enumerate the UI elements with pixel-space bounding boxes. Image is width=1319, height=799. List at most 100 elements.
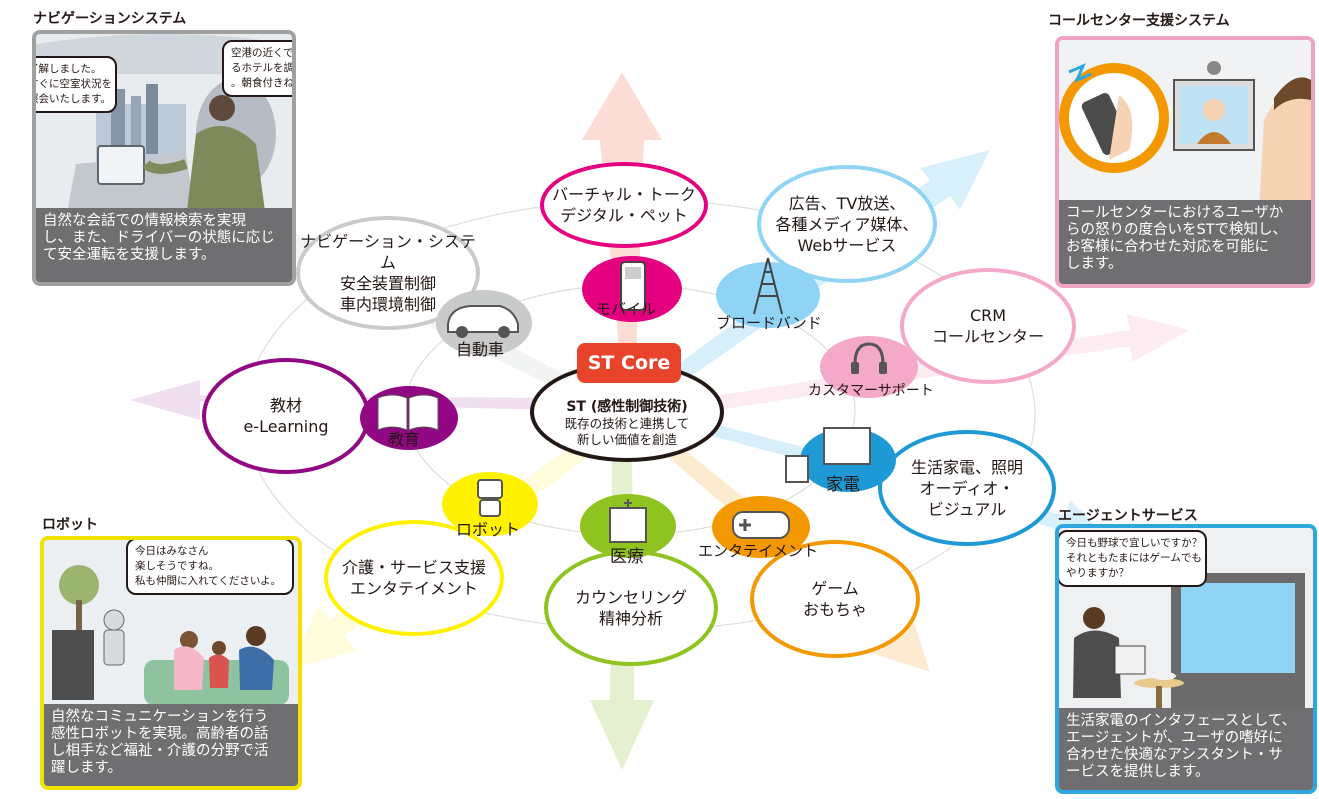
robot-head — [103, 609, 125, 631]
ellipse-line: エンタテイメント — [349, 579, 478, 598]
ellipse-medical: カウンセリング 精神分析 — [544, 550, 718, 666]
ellipse-line: デジタル・ペット — [560, 206, 688, 225]
panel-title-callcenter: コールセンター支援システム — [1048, 13, 1230, 29]
ellipse-line: ビジュアル — [927, 499, 1007, 519]
tv-appliance-icon — [785, 427, 871, 483]
caption-line: します。 — [1066, 256, 1123, 272]
bubble-line: 。朝食付きね。 — [231, 77, 294, 89]
tag-car — [436, 290, 532, 356]
ellipse-line: バーチャル・トーク — [552, 185, 696, 204]
bubble-line: 照会いたします。 — [32, 93, 111, 105]
car-icon — [447, 305, 519, 338]
ellipse-line: おもちゃ — [802, 600, 867, 619]
ellipse-entertainment: ゲーム おもちゃ — [750, 540, 920, 658]
tag-label-car: 自動車 — [456, 340, 505, 359]
gamepad-icon — [732, 511, 790, 539]
caption-line: 躍します。 — [51, 760, 123, 776]
tag-label-robot: ロボット — [456, 520, 521, 539]
bubble-line: 今日はみなさん — [135, 545, 209, 557]
tag-mobile — [582, 256, 682, 322]
callcenter-illustration — [1059, 40, 1311, 210]
panel-navigation: 了解しました。 すぐに空室状況を 照会いたします。 空港の近くで空いてい るホテ… — [32, 30, 296, 286]
ellipse-line: e-Learning — [243, 417, 329, 436]
tag-label-medical: 医療 — [610, 547, 644, 567]
bubble-line: 今日も野球で宜しいですか？ — [1066, 537, 1203, 549]
bubble-line: やりますか？ — [1066, 567, 1129, 579]
tag-medical — [580, 494, 676, 558]
caption-line: し、また、ドライバーの状態に応じ — [43, 230, 275, 246]
bubble-navigation-right: 空港の近くで空いてい るホテルを調べてくれ 。朝食付きね。 — [222, 40, 294, 97]
tag-label-education: 教育 — [388, 430, 421, 449]
ellipse-line: 精神分析 — [598, 609, 663, 628]
caption-line: 感性ロボットを実現。高齢者の話 — [51, 726, 269, 742]
caption-line: コールセンターにおけるユーザか — [1066, 205, 1284, 221]
tag-entertainment — [712, 496, 810, 558]
caption-robot: 自然なコミュニケーションを行う 感性ロボットを実現。高齢者の話 し相手など福祉・… — [44, 704, 298, 786]
caption-line: て安全運転を支援します。 — [43, 247, 216, 263]
caption-agent: 生活家電のインタフェースとして、 エージェントが、ユーザの嗜好に 合わせた快適な… — [1059, 708, 1313, 790]
ellipse-appliance: 生活家電、照明 オーディオ・ ビジュアル — [878, 430, 1056, 546]
caption-line: 自然なコミュニケーションを行う — [51, 709, 269, 725]
caption-line: 生活家電のインタフェースとして、 — [1066, 713, 1297, 729]
caption-line: 合わせた快適なアシスタント・サ — [1066, 747, 1283, 763]
ellipse-line: カウンセリング — [574, 588, 687, 607]
center-line-2: 新しい価値を創造 — [576, 432, 677, 447]
tag-label-appliance: 家電 — [826, 475, 860, 495]
caption-callcenter: コールセンターにおけるユーザか らの怒りの度合いをSTで検知し、 お客様に合わせ… — [1059, 200, 1311, 284]
antenna-tower-icon — [753, 257, 783, 315]
bubble-navigation-left: 了解しました。 すぐに空室状況を 照会いたします。 — [32, 56, 117, 113]
ellipse-mobile: バーチャル・トーク デジタル・ペット — [540, 162, 708, 248]
bubble-robot: 今日はみなさん 楽しそうですね。 私も仲間に入れてくださいよ。 — [126, 540, 294, 595]
ellipse-line: 安全装置制御 — [339, 274, 436, 293]
agent-tv-screen — [1181, 583, 1295, 673]
ellipse-line: 教材 — [269, 396, 302, 415]
ellipse-education: 教材 e-Learning — [202, 358, 370, 474]
hospital-icon — [609, 499, 647, 543]
ellipse-line: 広告、TV放送、 — [788, 193, 906, 213]
tag-education — [360, 386, 458, 450]
ellipse-line: ナビゲーション・システム — [300, 232, 476, 272]
ellipse-support: CRM コールセンター — [900, 268, 1076, 384]
panel-agent: 今日も野球で宜しいですか？ それともたまにはゲームでも やりますか？ 生活家電の… — [1055, 524, 1317, 794]
caption-line: ービスを提供します。 — [1066, 764, 1210, 780]
caption-line: し相手など福祉・介護の分野で活 — [51, 743, 269, 759]
ellipse-line: Webサービス — [797, 235, 897, 255]
book-icon — [377, 394, 439, 431]
tag-robot — [442, 472, 538, 536]
tag-label-entertainment: エンタテイメント — [698, 542, 819, 560]
ellipse-line: 生活家電、照明 — [910, 457, 1023, 477]
mobile-phone-icon — [620, 261, 646, 311]
robot-icon — [477, 479, 503, 517]
center-title: ST (感性制御技術) — [566, 399, 688, 415]
panel-title-navigation: ナビゲーションシステム — [33, 11, 187, 27]
panel-robot: 今日はみなさん 楽しそうですね。 私も仲間に入れてくださいよ。 自然なコミュニケ… — [40, 536, 302, 790]
center-line-1: 既存の技術と連携して — [564, 416, 690, 431]
bubble-line: 楽しそうですね。 — [135, 560, 219, 572]
ellipse-line: CRM — [969, 306, 1007, 325]
panel-title-robot: ロボット — [42, 517, 98, 533]
car-nav-screen — [97, 145, 145, 185]
bubble-line: るホテルを調べてくれ — [231, 62, 294, 74]
bubble-line: 空港の近くで空いてい — [231, 47, 294, 59]
ellipse-line: ゲーム — [811, 579, 859, 598]
tag-broadband — [716, 257, 820, 328]
caption-line: エージェントが、ユーザの嗜好に — [1066, 730, 1283, 746]
tag-label-support: カスタマーサポート — [808, 383, 934, 399]
ellipse-line: 各種メディア媒体、 — [775, 214, 919, 234]
panel-title-agent: エージェントサービス — [1058, 508, 1198, 524]
ellipse-line: オーディオ・ — [919, 478, 1015, 498]
tag-support — [820, 336, 918, 398]
panel-callcenter: コールセンターにおけるユーザか らの怒りの度合いをSTで検知し、 お客様に合わせ… — [1055, 36, 1315, 288]
bubble-agent: 今日も野球で宜しいですか？ それともたまにはゲームでも やりますか？ — [1059, 530, 1207, 587]
st-core-badge: ST Core — [577, 343, 681, 383]
ellipse-line: 車内環境制御 — [339, 295, 436, 314]
caption-line: 自然な会話での情報検索を実現 — [43, 213, 246, 229]
tag-appliance — [785, 427, 896, 492]
headset-icon — [851, 342, 887, 374]
bubble-line: 私も仲間に入れてくださいよ。 — [135, 575, 282, 587]
ellipse-line: 介護・サービス支援 — [341, 558, 486, 577]
tag-label-broadband: ブロードバンド — [716, 314, 822, 332]
caption-line: らの怒りの度合いをSTで検知し、 — [1066, 222, 1288, 238]
ellipse-robot: 介護・サービス支援 エンタテイメント — [324, 520, 504, 636]
bubble-line: すぐに空室状況を — [32, 78, 112, 90]
